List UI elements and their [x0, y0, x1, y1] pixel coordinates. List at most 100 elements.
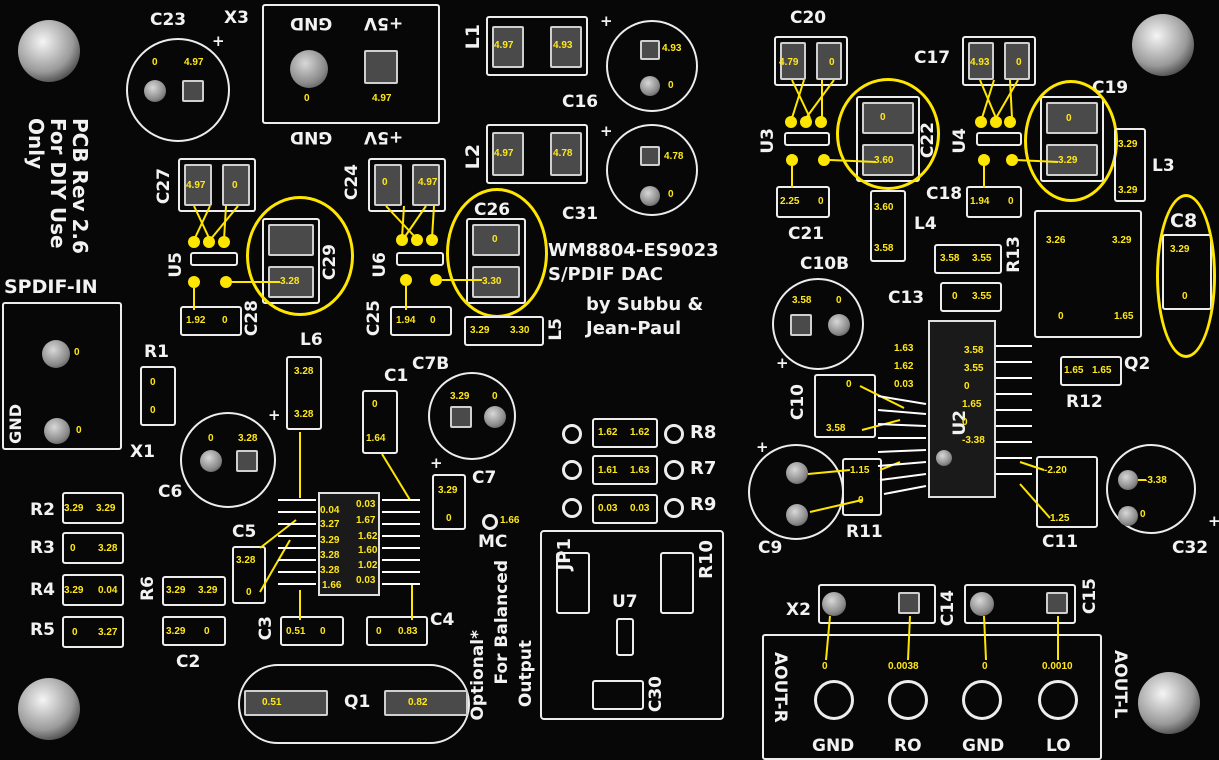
- u7-outline: [616, 618, 634, 656]
- u1-voltage-d: 1.65: [1114, 311, 1134, 322]
- spdif-pin-gnd: [44, 418, 70, 444]
- c1-voltage-b: 1.64: [366, 433, 386, 444]
- c9-pin-1: [786, 462, 808, 484]
- c18-outline: [966, 186, 1022, 218]
- c16-pin-2: [640, 76, 660, 96]
- c25-voltage-a: 1.94: [396, 315, 416, 326]
- u1-voltage-b: 3.29: [1112, 235, 1132, 246]
- mc-voltage: 1.66: [500, 515, 520, 526]
- c20-label: C20: [790, 8, 827, 28]
- c31-pin-2: [640, 186, 660, 206]
- c16-label: C16: [562, 92, 599, 112]
- c7-voltage-b: 0: [446, 513, 452, 524]
- c7b-pin-1: [450, 406, 472, 428]
- jp1-outline: [556, 552, 590, 614]
- c32-pin-1: [1118, 470, 1138, 490]
- l5-outline: [464, 316, 544, 346]
- c13-voltage-a: 0: [952, 291, 958, 302]
- x3-pin-5v: [364, 50, 398, 84]
- x2-ro-label: RO: [894, 736, 922, 756]
- c3-voltage-a: 0.51: [286, 626, 306, 637]
- c6-voltage-b: 3.28: [238, 433, 258, 444]
- c32-voltage-a: -3.38: [1144, 475, 1167, 486]
- mounting-hole-bottom-right: [1138, 672, 1200, 734]
- r13-voltage-a: 3.58: [940, 253, 960, 264]
- c7b-label: C7B: [412, 354, 450, 374]
- u4-pin-1: [975, 116, 987, 128]
- c21-voltage-b: 0: [818, 196, 824, 207]
- c20-outline: [774, 36, 848, 86]
- q1-label: Q1: [344, 692, 371, 712]
- c23-plus: +: [212, 32, 225, 50]
- r1-voltage-b: 0: [150, 405, 156, 416]
- l2-voltage-b: 4.78: [553, 148, 573, 159]
- c7b-pin-2: [484, 406, 506, 428]
- c1-label: C1: [384, 366, 409, 386]
- wm8804-left-voltage-7: 1.66: [322, 580, 342, 591]
- c3-voltage-b: 0: [320, 626, 326, 637]
- l3-voltage-a: 3.29: [1118, 139, 1138, 150]
- wm8804-right-voltage-3: 1.62: [358, 531, 378, 542]
- q1-pad-1: [244, 690, 328, 716]
- u2-right-voltage-6: -3.38: [962, 435, 985, 446]
- c13-voltage-b: 3.55: [972, 291, 992, 302]
- u3-pin-2: [800, 116, 812, 128]
- r1-label: R1: [144, 342, 169, 362]
- c16-voltage-b: 0: [668, 80, 674, 91]
- c6-outline: [180, 412, 276, 508]
- r8-via-left: [562, 424, 582, 444]
- x3-outline: [262, 4, 440, 124]
- x1-label: X1: [130, 442, 155, 462]
- x2-via-2: [898, 592, 920, 614]
- mounting-hole-bottom-left: [18, 678, 80, 740]
- c21-label: C21: [788, 224, 825, 244]
- c27-pad-1: [184, 164, 212, 206]
- c25-voltage-b: 0: [430, 315, 436, 326]
- r9-via-left: [562, 498, 582, 518]
- l2-pad-2: [550, 132, 582, 176]
- r2-voltage-b: 3.29: [96, 503, 116, 514]
- wm8804-right-voltage-6: 0.03: [356, 575, 376, 586]
- c32-outline: [1106, 444, 1196, 534]
- c10b-outline: [772, 278, 864, 370]
- wm8804-right-voltage-4: 1.60: [358, 545, 378, 556]
- spdif-connector-outline: [2, 302, 122, 450]
- c7-voltage-a: 3.29: [438, 485, 458, 496]
- c27-voltage-a: 4.97: [186, 180, 206, 191]
- c19-highlight: [1024, 80, 1118, 202]
- wm8804-right-voltage-2: 1.67: [356, 515, 376, 526]
- c9-voltage-a: 1.15: [850, 465, 870, 476]
- r1-outline: [140, 366, 176, 426]
- c2-voltage-b: 0: [204, 626, 210, 637]
- l1-outline: [486, 16, 588, 76]
- u6-outline: [396, 252, 444, 266]
- c13-outline: [940, 282, 1002, 312]
- c17-outline: [962, 36, 1036, 86]
- c6-pin-1: [200, 450, 222, 472]
- c9-plus: +: [756, 438, 769, 456]
- r8-voltage-a: 1.62: [598, 427, 618, 438]
- c11-label: C11: [1042, 532, 1079, 552]
- c8-highlight: [1156, 194, 1216, 358]
- l4-voltage-b: 3.58: [874, 243, 894, 254]
- u6-pin-3: [426, 234, 438, 246]
- c13-label: C13: [888, 288, 925, 308]
- c7-plus: +: [430, 454, 443, 472]
- x2-ro-voltage: 0.0038: [888, 661, 919, 672]
- u3-outline: [784, 132, 830, 146]
- c18-label: C18: [926, 184, 963, 204]
- c24-outline: [368, 158, 446, 212]
- c6-pin-2: [236, 450, 258, 472]
- c31-outline: [606, 124, 698, 216]
- c10b-pin-1: [790, 314, 812, 336]
- x3-pin-gnd: [290, 50, 328, 88]
- c23-outline: [126, 38, 230, 142]
- l1-pad-1: [492, 26, 524, 68]
- c6-plus: +: [268, 406, 281, 424]
- r4-outline: [62, 574, 124, 606]
- c17-voltage-b: 0: [1016, 57, 1022, 68]
- c17-label: C17: [914, 48, 951, 68]
- wm8804-left-voltage-1: 0.04: [320, 505, 340, 516]
- u3-pin-out: [818, 154, 830, 166]
- c21-voltage-a: 2.25: [780, 196, 800, 207]
